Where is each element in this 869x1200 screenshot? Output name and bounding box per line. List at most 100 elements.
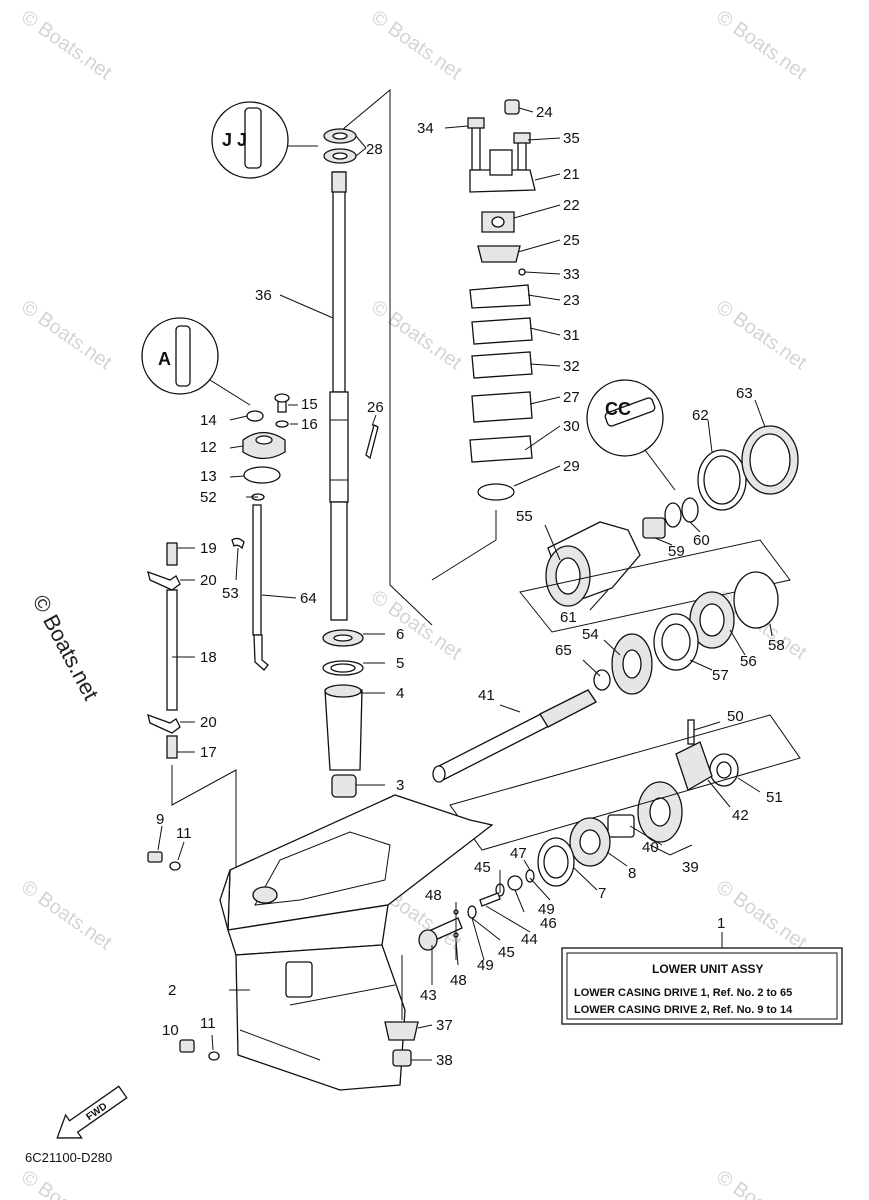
impeller-25: [477, 245, 521, 263]
watermark: © Boats.net: [367, 6, 466, 84]
callout-label: 25: [563, 232, 580, 249]
callout-label: 14: [200, 412, 217, 429]
seal-14: [246, 410, 264, 422]
callout-label: 39: [682, 859, 699, 876]
watermark: © Boats.net: [17, 296, 116, 374]
callout-label: 42: [732, 807, 749, 824]
callout-label: 48: [450, 972, 467, 989]
callout-leaders: [157, 107, 773, 1061]
clamp-20-upper: [147, 570, 181, 591]
shift-rod-group: A: [141, 317, 290, 880]
callout-label: 19: [200, 540, 217, 557]
callout-label: 6: [396, 626, 404, 643]
washer-16: [275, 420, 289, 428]
pinion-37: [384, 1021, 419, 1041]
callout-label: 27: [563, 389, 580, 406]
callout-label: 15: [301, 396, 318, 413]
info-box-title: LOWER UNIT ASSY: [652, 962, 764, 976]
callout-label: 10: [162, 1022, 179, 1039]
drive-shaft-36: [332, 171, 346, 393]
callout-label: 45: [498, 944, 515, 961]
bolt-10: [179, 1039, 195, 1053]
side-watermark: © Boats.net: [28, 591, 104, 705]
callout-label: 9: [156, 811, 164, 828]
clamp-20-lower: [147, 713, 181, 734]
callout-label: 21: [563, 166, 580, 183]
water-pump-group: [431, 99, 536, 581]
callout-label: 61: [560, 609, 577, 626]
pin-50: [687, 719, 695, 745]
fitting-17: [166, 735, 178, 759]
callout-label: 2: [168, 982, 176, 999]
callout-label: 20: [200, 572, 217, 589]
callout-label: 20: [200, 714, 217, 731]
callout-label: 44: [521, 931, 538, 948]
watermark: © Boats.net: [367, 586, 466, 664]
washer-11-upper: [169, 861, 181, 871]
callout-label: 5: [396, 655, 404, 672]
nut-38: [392, 1049, 412, 1067]
callout-label: 12: [200, 439, 217, 456]
sleeve-4: [324, 689, 363, 771]
callout-label: 55: [516, 508, 533, 525]
callout-label: 22: [563, 197, 580, 214]
callout-label: 38: [436, 1052, 453, 1069]
callout-label: 11: [176, 825, 192, 842]
callout-label: 23: [563, 292, 580, 309]
washer-47: [525, 869, 535, 883]
bearing-59: [642, 517, 666, 539]
callout-label: 50: [727, 708, 744, 725]
bolt-9: [147, 851, 163, 863]
callout-label: 8: [628, 865, 636, 882]
callout-label: 43: [420, 987, 437, 1004]
spring-46: [507, 875, 523, 891]
bearing-40: [607, 814, 635, 838]
washer-11-lower: [208, 1051, 220, 1061]
lower-casing: [147, 794, 494, 1091]
clutch-42: [675, 741, 713, 791]
callout-labels: 2 3 4 5 6 7 8 9 10 11 11 12 13 14 15 16 …: [156, 104, 785, 1069]
inset-badge-cc: CC: [605, 399, 631, 419]
callout-label: 24: [536, 104, 553, 121]
callout-label: 18: [200, 649, 217, 666]
watermark: © Boats.net: [712, 876, 811, 954]
cap-24: [504, 99, 520, 115]
shift-rod-64: [252, 504, 262, 636]
o-ring-58: [733, 571, 779, 629]
clip-53: [231, 537, 245, 550]
callout-label: 36: [255, 287, 272, 304]
callout-label: 53: [222, 585, 239, 602]
plate-27: [471, 391, 533, 423]
callout-label: 31: [563, 327, 580, 344]
plate-30: [469, 435, 533, 463]
pin-26: [365, 424, 379, 460]
seal-60a: [664, 502, 682, 528]
gasket-32: [471, 351, 533, 379]
watermark: © Boats.net: [17, 6, 116, 84]
callout-label: 51: [766, 789, 783, 806]
callout-label: 26: [367, 399, 384, 416]
callout-label: 57: [712, 667, 729, 684]
callout-label: 17: [200, 744, 217, 761]
watermark: © Boats.net: [17, 876, 116, 954]
o-ring-29: [477, 483, 515, 501]
bearing-3: [331, 774, 357, 798]
info-box-ref: 1: [717, 915, 725, 932]
seal-60b: [681, 497, 699, 523]
propeller-shaft-group: CC: [432, 379, 801, 887]
watermark: © Boats.net: [17, 1166, 116, 1200]
callout-label: 7: [598, 885, 606, 902]
callout-label: 40: [642, 839, 659, 856]
callout-label: 41: [478, 687, 495, 704]
callout-label: 34: [417, 120, 434, 137]
plunger-44: [479, 892, 501, 907]
watermark: © Boats.net: [367, 296, 466, 374]
stud-19: [166, 542, 178, 566]
info-box: 1 LOWER UNIT ASSY LOWER CASING DRIVE 1, …: [561, 915, 843, 1025]
watermark: © Boats.net: [712, 6, 811, 84]
rod-18: [166, 589, 178, 711]
callout-label: 30: [563, 418, 580, 435]
callout-label: 60: [693, 532, 710, 549]
callout-label: 65: [555, 642, 572, 659]
callout-label: 56: [740, 653, 757, 670]
